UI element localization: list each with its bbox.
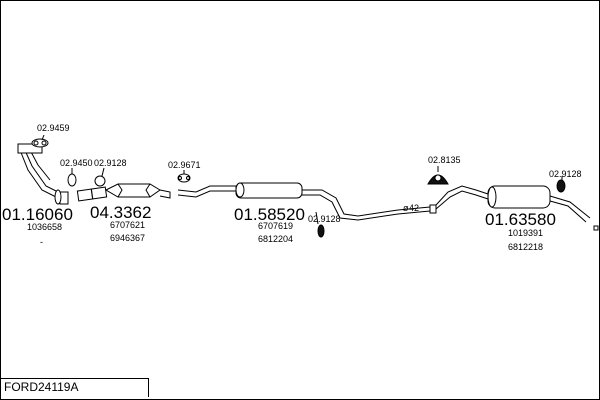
rear-silencer-part[interactable]: [435, 185, 591, 223]
end-tip-part: [593, 225, 599, 231]
ref-6707619: 6707619: [258, 221, 293, 231]
ref-6812204: 6812204: [258, 234, 293, 244]
diameter-symbol: ø: [403, 203, 409, 213]
rear-clamp-part[interactable]: [556, 176, 566, 193]
diameter-label: 42: [409, 203, 419, 213]
code-01-63580: 01.63580: [485, 210, 556, 229]
code-02-9671: 02.9671: [168, 160, 201, 170]
flange-part[interactable]: [94, 167, 106, 187]
code-02-9128-a: 02.9128: [94, 158, 127, 168]
connecting-pipe-part[interactable]: [76, 186, 108, 202]
ref-6707621: 6707621: [110, 220, 145, 230]
rubber-mount-part[interactable]: [427, 166, 449, 185]
gasket-oval-part[interactable]: [177, 170, 191, 183]
code-02-9450: 02.9450: [60, 158, 93, 168]
ref-6946367: 6946367: [110, 233, 145, 243]
code-02-9459: 02.9459: [37, 123, 70, 133]
ref-6812218: 6812218: [508, 242, 543, 252]
middle-silencer-part[interactable]: [177, 182, 399, 221]
front-pipe-part[interactable]: [17, 143, 69, 205]
ref-1036658: 1036658: [27, 222, 62, 232]
catalytic-converter-part[interactable]: [104, 183, 171, 199]
code-02-9128-c: 02.9128: [549, 169, 582, 179]
ref-1019391: 1019391: [508, 228, 543, 238]
diagram-title: FORD24119A: [4, 380, 79, 394]
ref-dash: -: [40, 237, 43, 247]
code-01-58520: 01.58520: [234, 205, 305, 224]
code-01-16060: 01.16060: [2, 205, 73, 224]
gasket-part[interactable]: [31, 134, 49, 148]
clamp-part[interactable]: [315, 211, 325, 238]
code-02-9128-b: 02.9128: [308, 214, 341, 224]
title-box: [1, 378, 149, 397]
ring-gasket-part[interactable]: [67, 168, 77, 187]
code-04-3362: 04.3362: [90, 203, 151, 222]
code-02-8135: 02.8135: [428, 155, 461, 165]
